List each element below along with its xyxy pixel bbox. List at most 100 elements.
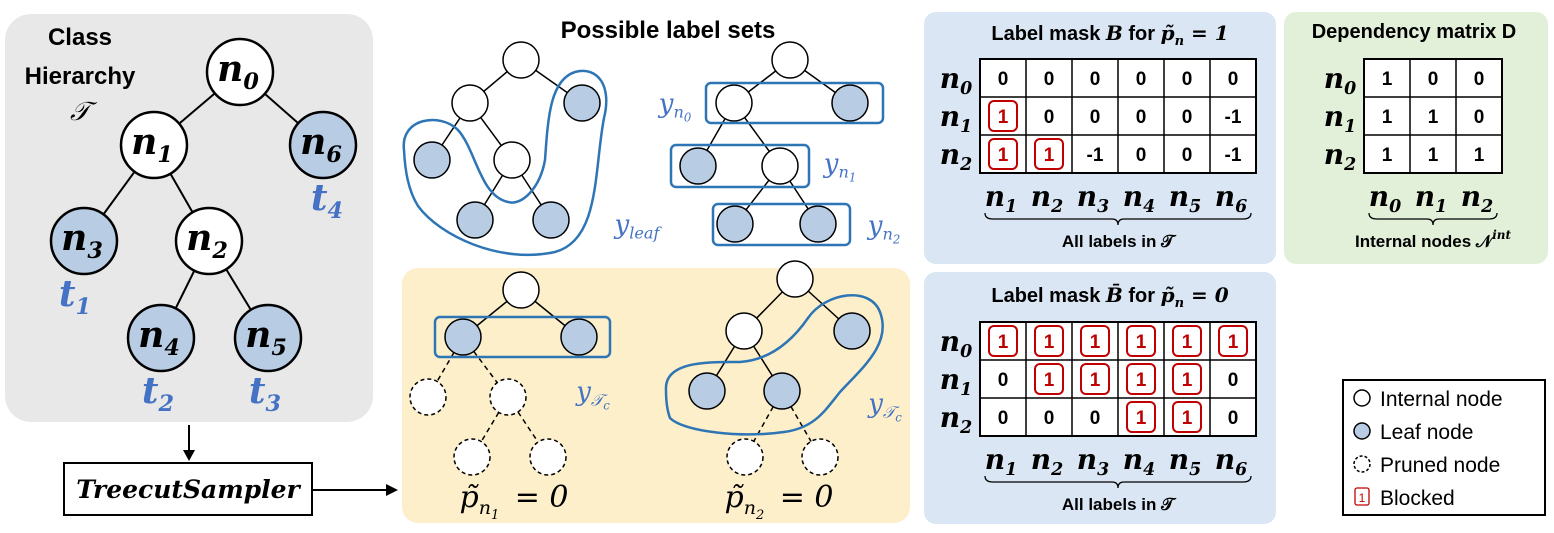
mask-bbar-cell: 0 bbox=[998, 370, 1009, 391]
svg-text:Label mask B for p̃n = 1: Label mask B for p̃n = 1 bbox=[991, 21, 1228, 49]
mask-b-cell: 0 bbox=[1136, 145, 1147, 166]
mask-bbar-col-label-n6: n6 bbox=[1215, 443, 1247, 480]
mask-bbar-row-label-n1: n1 bbox=[940, 363, 972, 400]
dep-matrix-col-label-n0: n0 bbox=[1369, 180, 1401, 217]
svg-text:n3: n3 bbox=[61, 217, 103, 264]
legend-label: Leaf node bbox=[1380, 421, 1473, 444]
mask-bbar-blocked-box bbox=[1034, 363, 1064, 395]
svg-text:n2: n2 bbox=[940, 401, 972, 438]
svg-text:yn2: yn2 bbox=[867, 211, 901, 246]
mask-bbar-col-label-n2: n2 bbox=[1031, 443, 1063, 480]
dep-matrix-brace bbox=[1368, 212, 1498, 226]
hierarchy-title-line2: Hierarchy bbox=[25, 63, 136, 90]
hierarchy-node-n6 bbox=[288, 110, 358, 180]
svg-text:n6: n6 bbox=[300, 121, 342, 168]
tree-b-node-n1 bbox=[715, 84, 753, 122]
mask-b-cell: 0 bbox=[1182, 145, 1193, 166]
mask-bbar-row-label-n0: n0 bbox=[940, 325, 972, 362]
svg-text:n5: n5 bbox=[1169, 180, 1201, 217]
mask-bbar-cell: 0 bbox=[998, 408, 1009, 429]
tree-d-node-n2 bbox=[763, 372, 801, 410]
tree-b-node-n6 bbox=[831, 84, 869, 122]
tree-c-node-n4 bbox=[453, 438, 491, 476]
y-tc-box-c bbox=[433, 315, 612, 359]
dep-matrix-row-label-n0: n0 bbox=[1324, 62, 1356, 99]
treecut-sampler-label: TreecutSampler bbox=[76, 475, 301, 504]
svg-text:n4: n4 bbox=[1123, 443, 1155, 480]
dep-matrix-title: Dependency matrix D bbox=[1312, 21, 1517, 43]
svg-text:n0: n0 bbox=[1324, 62, 1356, 99]
svg-text:Dependency matrix D: Dependency matrix D bbox=[1312, 21, 1517, 43]
mask-b-cell: 1 bbox=[998, 107, 1009, 128]
svg-text:n1: n1 bbox=[1415, 180, 1447, 217]
mask-bbar-cell: 1 bbox=[1182, 370, 1193, 391]
svg-text:n2: n2 bbox=[1461, 180, 1493, 217]
mask-b-cell: 0 bbox=[1228, 69, 1239, 90]
mask-bbar-blocked-box bbox=[1080, 363, 1110, 395]
mask-bbar-cell: 1 bbox=[1090, 370, 1101, 391]
mask-b-row-label-n1: n1 bbox=[940, 100, 972, 137]
dep-matrix-cell: 0 bbox=[1474, 69, 1485, 90]
dep-matrix-cell: 1 bbox=[1428, 107, 1439, 128]
mask-bbar-cell: 1 bbox=[1136, 408, 1147, 429]
svg-text:n2: n2 bbox=[1324, 138, 1356, 175]
dep-matrix-cell: 1 bbox=[1382, 107, 1393, 128]
legend-label: Blocked bbox=[1380, 487, 1455, 510]
mask-b-cell: 1 bbox=[1044, 145, 1055, 166]
target-label-t4: t4 bbox=[311, 177, 343, 224]
pruned-panel bbox=[402, 268, 910, 523]
svg-text:n6: n6 bbox=[1215, 443, 1247, 480]
mask-b-blocked-box bbox=[1034, 138, 1064, 170]
mask-b-col-label-n4: n4 bbox=[1123, 180, 1155, 217]
svg-text:n3: n3 bbox=[1077, 443, 1109, 480]
tree-a-node-n6 bbox=[563, 84, 601, 122]
dep-matrix-cell: 1 bbox=[1382, 69, 1393, 90]
svg-text:yleaf: yleaf bbox=[614, 210, 663, 243]
y-n0-box bbox=[704, 81, 885, 125]
svg-text:p̃n1 = 0: p̃n1 = 0 bbox=[459, 480, 568, 523]
svg-text:yn1: yn1 bbox=[823, 149, 857, 184]
mask-b-col-label-n3: n3 bbox=[1077, 180, 1109, 217]
tree-d-node-n0 bbox=[776, 260, 814, 298]
pruned-condition-p2: p̃n2 = 0 bbox=[724, 480, 833, 523]
svg-text:n2: n2 bbox=[1031, 443, 1063, 480]
tree-b-node-n0 bbox=[771, 41, 809, 79]
dep-matrix-cell: 0 bbox=[1428, 69, 1439, 90]
tree-d-node-n1 bbox=[725, 312, 763, 350]
tree-a-node-n2 bbox=[493, 141, 531, 179]
dep-matrix-row-label-n2: n2 bbox=[1324, 138, 1356, 175]
dep-matrix-cell: 1 bbox=[1382, 145, 1393, 166]
svg-text:n1: n1 bbox=[131, 121, 173, 168]
mask-b-cell: 0 bbox=[1136, 107, 1147, 128]
tree-c-node-n6 bbox=[560, 318, 598, 356]
dep-matrix-cell: 1 bbox=[1428, 145, 1439, 166]
svg-text:n4: n4 bbox=[138, 314, 180, 361]
tree-b-node-n3 bbox=[679, 147, 717, 185]
tree-c-node-n1 bbox=[444, 318, 482, 356]
mask-b-cell: 0 bbox=[1182, 69, 1193, 90]
y-n1-box bbox=[669, 143, 811, 189]
mask-bbar-blocked-box bbox=[1126, 325, 1156, 357]
dep-matrix-cell: 1 bbox=[1474, 145, 1485, 166]
svg-text:t4: t4 bbox=[311, 177, 343, 224]
svg-text:n3: n3 bbox=[1077, 180, 1109, 217]
mask-b-cell: 1 bbox=[998, 145, 1009, 166]
mask-bbar-col-label-n1: n1 bbox=[985, 443, 1017, 480]
mask-bbar-cell: 1 bbox=[1136, 332, 1147, 353]
mask-b-row-label-n2: n2 bbox=[940, 138, 972, 175]
svg-text:n6: n6 bbox=[1215, 180, 1247, 217]
mask-bbar-cell: 1 bbox=[998, 332, 1009, 353]
svg-text:All labels in 𝒯: All labels in 𝒯 bbox=[1062, 232, 1177, 251]
mask-b-cell: 0 bbox=[1090, 69, 1101, 90]
mask-b-col-label-n1: n1 bbox=[985, 180, 1017, 217]
svg-text:t3: t3 bbox=[249, 370, 281, 417]
dep-matrix-footer: Internal nodes 𝒩int bbox=[1355, 228, 1511, 251]
sampler-arrowhead-out bbox=[386, 484, 398, 496]
dep-matrix-cell: 0 bbox=[1474, 107, 1485, 128]
svg-text:n5: n5 bbox=[1169, 443, 1201, 480]
mask-b-cell: -1 bbox=[1087, 145, 1104, 166]
tree-b-node-n2 bbox=[761, 147, 799, 185]
tree-d-node-n6 bbox=[833, 312, 871, 350]
tree-a-node-n1 bbox=[451, 84, 489, 122]
